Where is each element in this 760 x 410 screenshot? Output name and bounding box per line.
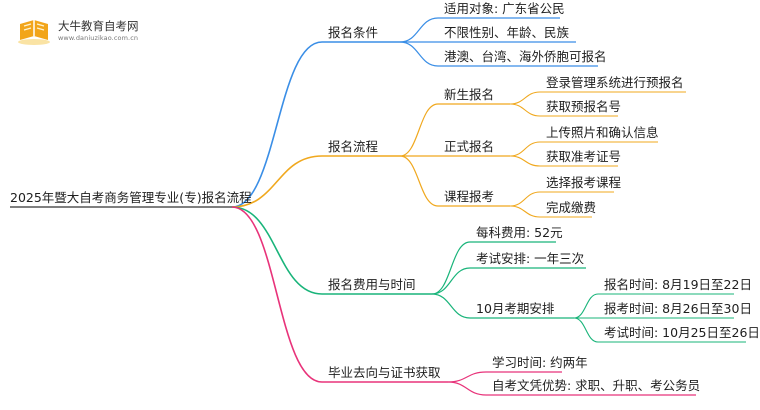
subtopic-node: 不限性别、年龄、民族 (444, 25, 570, 40)
connector-curve (231, 41, 323, 208)
watermark-title: 大牛教育自考网 (58, 19, 139, 33)
connector-curve (431, 293, 471, 319)
branch-node: 毕业去向与证书获取 (328, 365, 441, 380)
connector-curve (231, 155, 323, 208)
branch-node: 报名条件 (328, 25, 379, 40)
connector-curve (431, 267, 471, 295)
connector-curve (231, 206, 323, 383)
connector-curve (509, 155, 541, 167)
connector-curve (399, 155, 439, 207)
leaf-node: 获取预报名号 (546, 99, 622, 114)
connector-curve (447, 381, 487, 396)
connector-curve (509, 191, 541, 207)
subtopic-node: 新生报名 (444, 87, 495, 102)
subtopic-node: 课程报考 (444, 189, 495, 204)
connector-curve (231, 206, 323, 295)
branch-node: 报名费用与时间 (328, 277, 416, 292)
connector-curve (447, 371, 487, 383)
leaf-node: 登录管理系统进行预报名 (546, 75, 684, 90)
leaf-node: 完成缴费 (546, 200, 597, 215)
connector-curve (573, 293, 599, 319)
watermark-logo: 大牛教育自考网 www.daniuzikao.com.cn (10, 12, 160, 48)
root-node: 2025年暨大自考商务管理专业(专)报名流程 (10, 190, 252, 205)
watermark-url: www.daniuzikao.com.cn (58, 34, 139, 42)
subtopic-node: 考试安排: 一年三次 (476, 251, 585, 266)
leaf-node: 报名时间: 8月19日至22日 (604, 277, 752, 292)
connector-curve (509, 103, 541, 117)
leaf-node: 报考时间: 8月26日至30日 (604, 301, 752, 316)
subtopic-node: 正式报名 (444, 139, 495, 154)
subtopic-node: 学习时间: 约两年 (492, 355, 588, 370)
leaf-node: 选择报考课程 (546, 175, 622, 190)
connector-curve (509, 205, 541, 218)
leaf-node: 考试时间: 10月25日至26日 (604, 325, 760, 340)
subtopic-node: 10月考期安排 (476, 301, 555, 316)
leaf-node: 上传照片和确认信息 (546, 125, 659, 140)
connector-curve (573, 317, 599, 343)
connector-curve (431, 241, 471, 295)
connector-curve (509, 91, 541, 105)
leaf-node: 获取准考证号 (546, 149, 622, 164)
connector-curve (399, 17, 439, 43)
subtopic-node: 适用对象: 广东省公民 (444, 1, 565, 16)
subtopic-node: 每科费用: 52元 (476, 225, 563, 240)
connector-curve (399, 103, 439, 157)
connector-curve (509, 141, 541, 157)
subtopic-node: 自考文凭优势: 求职、升职、考公务员 (492, 378, 701, 393)
connector-curve (399, 41, 439, 67)
subtopic-node: 港澳、台湾、海外侨胞可报名 (444, 49, 607, 64)
book-icon (18, 20, 50, 45)
branch-node: 报名流程 (328, 139, 379, 154)
